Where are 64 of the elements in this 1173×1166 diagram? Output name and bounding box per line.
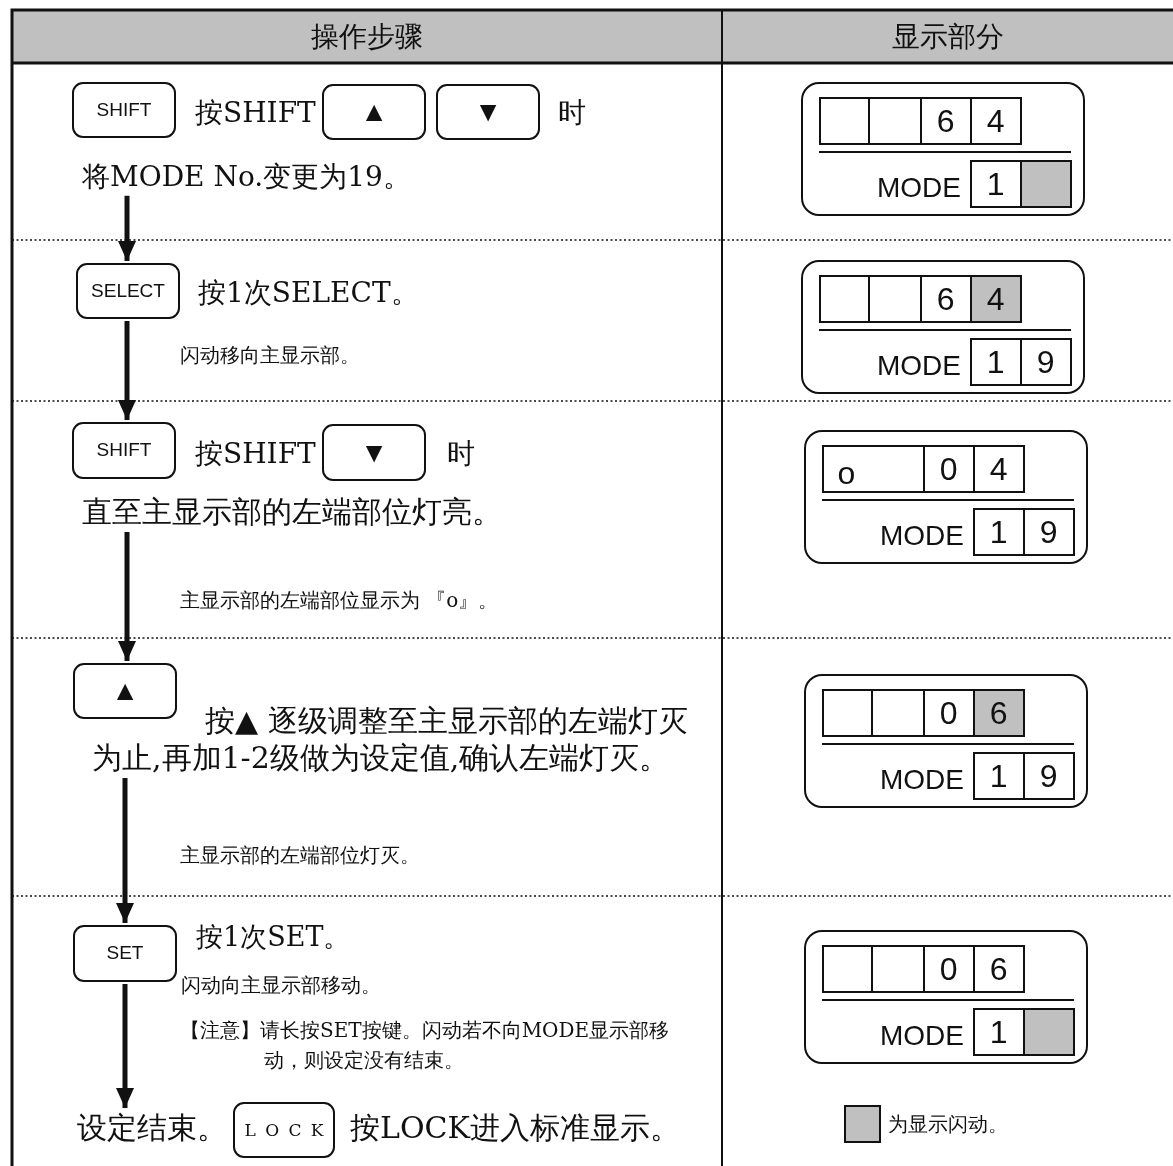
instruction-text: 时 [558,96,586,130]
digit-cell: 1 [972,507,1025,556]
instruction-text: 按SHIFT [195,96,316,130]
digit-cell: 1 [972,751,1025,800]
step-text: 将MODE No.变更为19。 [82,160,411,194]
arrow [118,321,136,420]
header-cell: 显示部分 [722,10,1173,63]
digit-cell: 0 [922,944,975,993]
digit-cell [867,96,922,145]
digit-cell [821,688,873,737]
display-panel [801,82,1085,216]
digit-cell [818,274,870,323]
key-button: ▼ [436,84,540,140]
arrow [116,778,134,923]
digit-cell [1019,159,1072,208]
key-button: ▼ [322,424,426,481]
digit-cell: 4 [969,96,1022,145]
digit-cell: 9 [1022,507,1075,556]
display-panel [804,930,1088,1064]
mode-label: MODE [880,1018,964,1053]
mode-label: MODE [880,518,964,553]
key-button: SELECT [76,263,180,319]
step-text: 设定结束。 [77,1110,227,1146]
digit-cell [818,96,870,145]
digit-cell [821,944,873,993]
instruction-text: 按1次SET。 [196,920,351,954]
instruction-text: 按SHIFT [195,437,316,471]
legend-text: 为显示闪动。 [888,1112,1008,1136]
key-button: ▲ [322,84,426,140]
step-text: 直至主显示部的左端部位灯亮。 [82,494,502,530]
instruction-text: 按1次SELECT。 [198,276,419,310]
digit-cell [1022,1007,1075,1056]
key-button: SHIFT [72,82,176,138]
digit-cell [867,274,922,323]
digit-cell [870,688,925,737]
digit-cell: 4 [969,274,1022,323]
digit-cell [870,944,925,993]
digit-cell: 0 [922,444,975,493]
arrow [116,984,134,1108]
key-button: SHIFT [72,422,176,479]
digit-cell: 4 [972,444,1025,493]
arrow [118,532,136,661]
key-button: LOCK [233,1102,335,1158]
display-panel [801,260,1085,394]
header-cell: 操作步骤 [12,10,722,63]
display-panel [804,674,1088,808]
digit-cell: 1 [969,337,1022,386]
digit-cell: 6 [919,96,972,145]
key-button: SET [73,925,177,982]
mode-label: MODE [877,170,961,205]
digit-cell: 6 [972,944,1025,993]
note-text: 【注意】请长按SET按键。闪动若不向MODE显示部移动，则设定没有结束。 [180,1017,671,1074]
instruction-text: 闪动向主显示部移动。 [181,973,381,997]
mode-label: MODE [877,348,961,383]
display-panel [804,430,1088,564]
mode-label: MODE [880,762,964,797]
instruction-text: 时 [447,437,475,471]
key-button: ▲ [73,663,177,719]
digit-cell: 6 [972,688,1025,737]
instruction-text: 按LOCK进入标准显示。 [350,1110,680,1146]
digit-cell: o [821,444,925,493]
arrow [118,195,136,261]
digit-cell: 9 [1022,751,1075,800]
digit-cell: 9 [1019,337,1072,386]
